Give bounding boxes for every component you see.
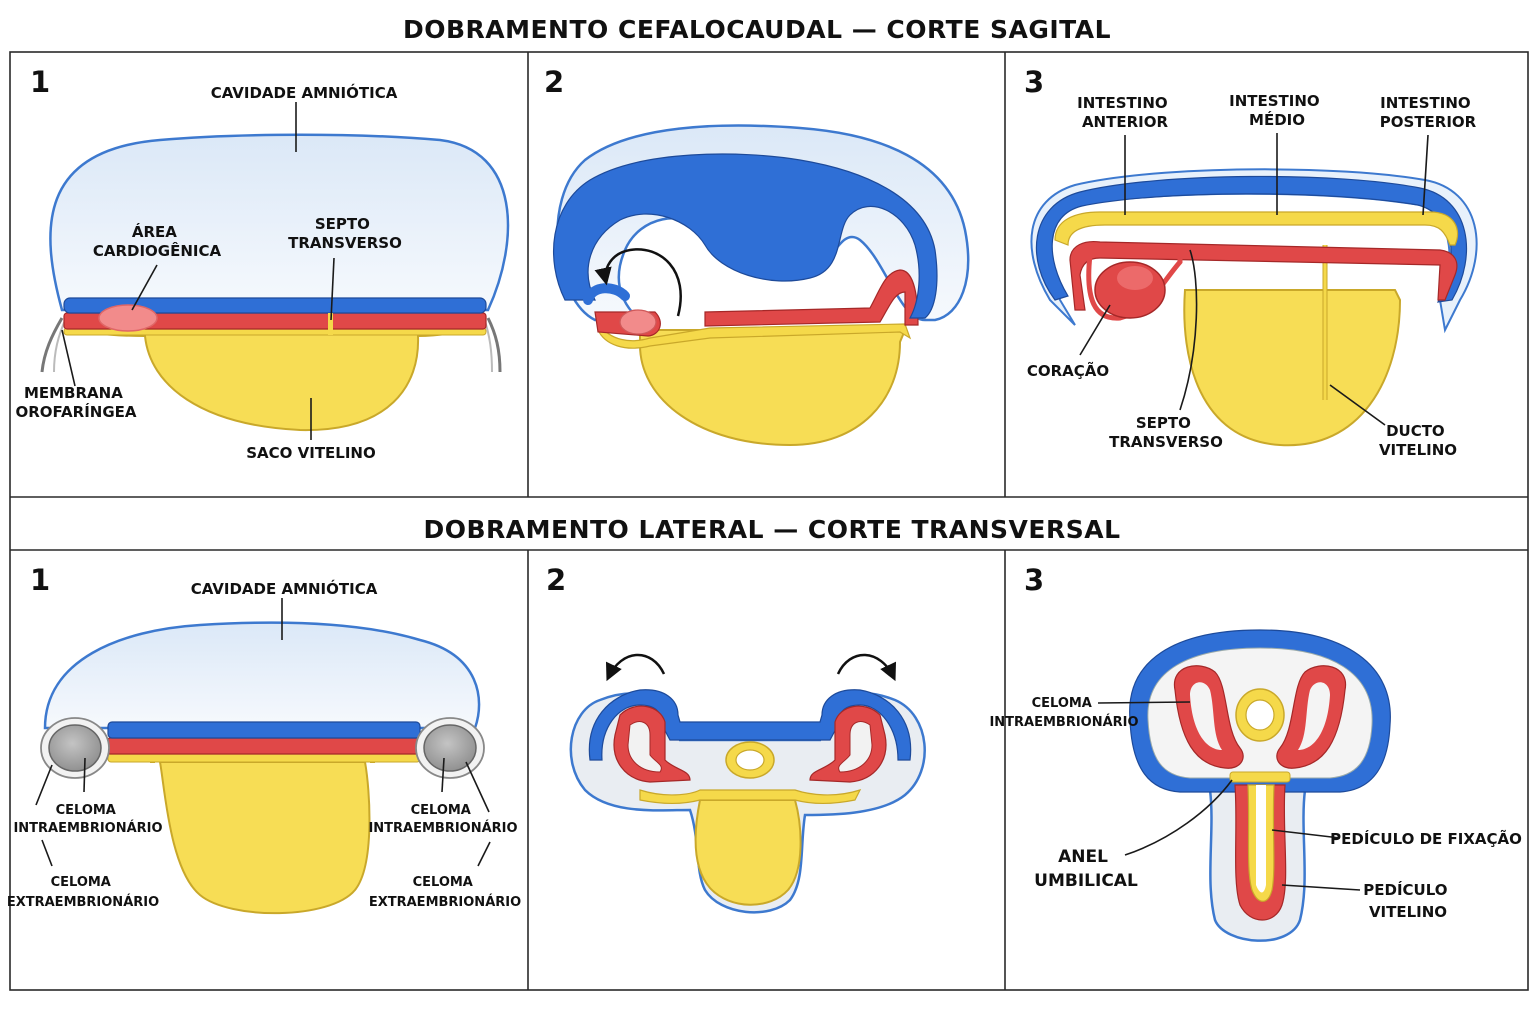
transverse-stage-1 <box>35 598 491 915</box>
title-cephalocaudal: DOBRAMENTO CEFALOCAUDAL — CORTE SAGITAL <box>403 15 1111 44</box>
sagittal-stage-1 <box>40 102 510 440</box>
yolk-sac <box>158 761 371 915</box>
label-oropharyngeal-membrane: MEMBRANA OROFARÍNGEA <box>15 384 136 421</box>
sagittal-stage-2 <box>552 124 970 447</box>
label-amniotic-cavity-t1: CAVIDADE AMNIÓTICA <box>211 83 398 102</box>
label-vitelline-stalk: PEDÍCULO VITELINO <box>1363 880 1452 921</box>
panel-number-top-1: 1 <box>30 65 50 99</box>
sagittal-stage-3 <box>1030 133 1478 447</box>
label-intraembryonic-coelom-right: CELOMA INTRAEMBRIONÁRIO <box>368 803 517 836</box>
label-cardiogenic-area: ÁREA CARDIOGÊNICA <box>93 222 222 260</box>
panel-number-bottom-1: 1 <box>30 563 50 597</box>
amniotic-cavity <box>43 621 481 730</box>
title-lateral: DOBRAMENTO LATERAL — CORTE TRANSVERSAL <box>423 515 1120 544</box>
transverse-stage-3 <box>1097 629 1391 942</box>
panel-number-bottom-3: 3 <box>1024 563 1044 597</box>
label-heart: CORAÇÃO <box>1027 361 1109 380</box>
intraembryonic-coelom-right <box>423 724 477 772</box>
yolk-sac <box>1183 289 1402 447</box>
cardiogenic-area <box>98 304 158 332</box>
label-foregut: INTESTINO ANTERIOR <box>1077 94 1173 131</box>
yolk-sac <box>639 329 907 447</box>
label-connecting-stalk: PEDÍCULO DE FIXAÇÃO <box>1330 829 1522 848</box>
label-septum-transversum-t3: SEPTO TRANSVERSO <box>1109 414 1223 451</box>
intraembryonic-coelom-left <box>48 724 102 772</box>
label-vitelline-duct: DUCTO VITELINO <box>1379 422 1457 459</box>
label-intraembryonic-coelom-left: CELOMA INTRAEMBRIONÁRIO <box>13 803 162 836</box>
label-extraembryonic-coelom-left: CELOMA EXTRAEMBRIONÁRIO <box>7 875 159 910</box>
label-umbilical-ring: ANEL UMBILICAL <box>1034 847 1138 891</box>
amniotic-cavity <box>49 133 510 312</box>
panel-number-top-2: 2 <box>544 65 564 99</box>
label-septum-transversum-t1: SEPTO TRANSVERSO <box>288 215 402 252</box>
label-midgut: INTESTINO MÉDIO <box>1229 92 1325 129</box>
label-extraembryonic-coelom-right: CELOMA EXTRAEMBRIONÁRIO <box>369 875 521 910</box>
panel-number-bottom-2: 2 <box>546 563 566 597</box>
label-intraembryonic-coelom-b3: CELOMA INTRAEMBRIONÁRIO <box>989 696 1138 730</box>
yolk-sac <box>694 799 802 906</box>
label-hindgut: INTESTINO POSTERIOR <box>1380 94 1477 131</box>
panel-frames <box>9 51 1529 991</box>
transverse-stage-2 <box>569 653 926 914</box>
label-yolk-sac: SACO VITELINO <box>246 444 376 462</box>
panel-number-top-3: 3 <box>1024 65 1044 99</box>
label-amniotic-cavity-b1: CAVIDADE AMNIÓTICA <box>191 579 378 598</box>
